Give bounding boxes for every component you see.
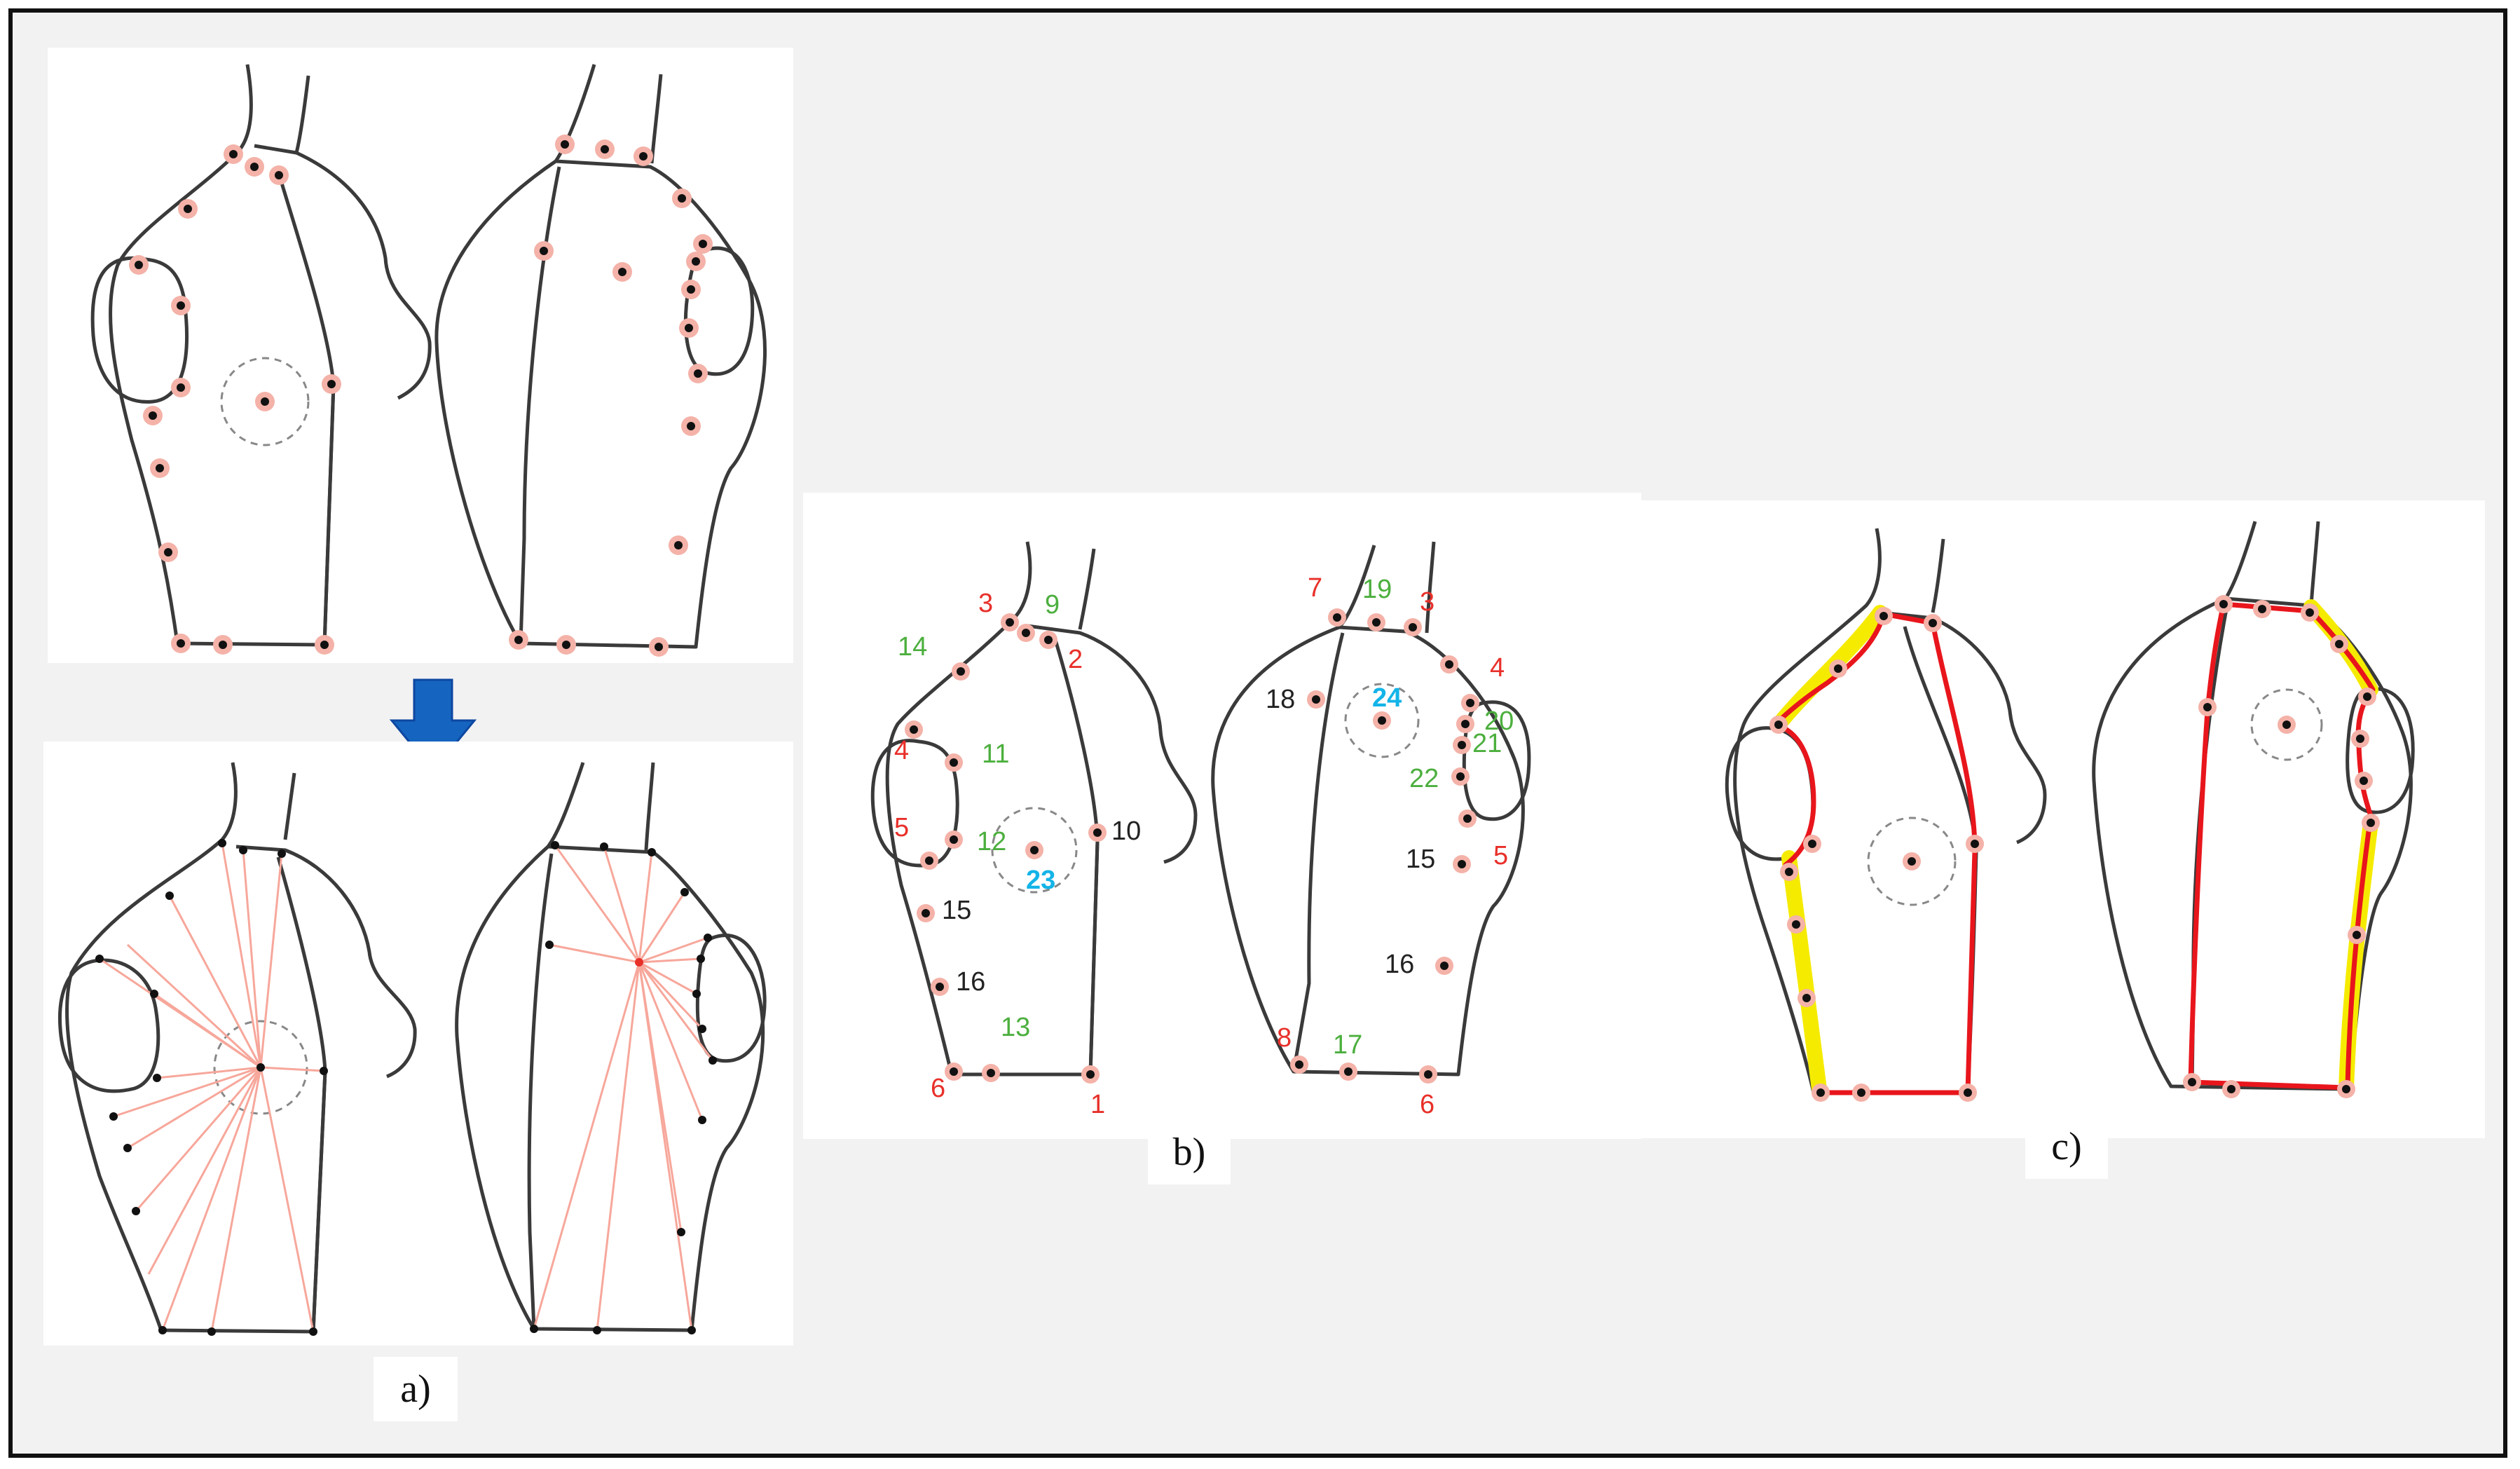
panel-a-top-landmarks [129,135,713,657]
front-center-ring-b [991,807,1078,894]
figure-frame: a) [8,8,2507,1458]
landmark-label-front-5: 5 [894,813,909,842]
front-center-ring [220,357,310,446]
panel-a-top-svg [90,64,767,657]
back-piece-outline [434,64,767,649]
landmark-label-front-16: 16 [956,967,985,997]
landmark-label-back-5: 5 [1493,841,1508,870]
front-side-seam [277,173,336,645]
back-center-ring-c [2250,688,2323,761]
landmark-label-front-2: 2 [1068,645,1083,674]
landmark-label-front-1: 1 [1090,1090,1105,1119]
landmark-label-back-17: 17 [1333,1030,1362,1060]
panel-c [1638,500,2485,1138]
panel-c-landmarks [1769,595,2380,1102]
panel-a-bottom [43,742,793,1346]
back-rays [533,845,714,1331]
landmark-label-back-22: 22 [1409,764,1439,793]
landmark-label-back-20: 20 [1484,706,1514,736]
caption-b: b) [1148,1120,1231,1184]
landmark-label-front-14: 14 [898,632,927,662]
caption-a: a) [374,1357,458,1421]
back-center-line [519,166,561,644]
front-neck-line [294,75,310,153]
front-piece-outline [109,64,336,647]
caption-c: c) [2025,1114,2108,1179]
landmark-label-back-16: 16 [1385,950,1414,979]
landmark-label-front-3: 3 [978,589,993,618]
front-shoulder-line [254,144,432,400]
landmark-label-front-12: 12 [977,827,1006,856]
landmark-label-back-15: 15 [1406,845,1435,874]
landmark-label-back-19: 19 [1362,575,1392,604]
landmark-label-front-4: 4 [894,736,909,765]
landmark-label-front-6: 6 [931,1074,945,1103]
landmark-label-back-7: 7 [1308,573,1322,603]
landmark-label-front-11: 11 [982,739,1009,769]
front-center-ring-c [1867,817,1957,906]
panel-c-svg [1725,521,2415,1102]
front-rays [99,842,324,1332]
landmark-label-front-9: 9 [1045,590,1060,620]
panel-a-bottom-svg [58,762,767,1336]
landmark-label-front-15: 15 [942,896,971,925]
panel-a-top [48,48,793,663]
red-contours [1772,601,2376,1095]
panel-b-landmarks [905,608,1479,1084]
landmark-label-back-18: 18 [1266,685,1295,714]
back-center-ring-b [1344,683,1420,758]
landmark-label-back-21: 21 [1472,729,1502,758]
landmark-label-back-3: 3 [1420,587,1434,617]
panel-a-bottom-landmarks [95,839,717,1336]
back-neck-line [650,74,663,164]
landmark-label-front-10: 10 [1111,817,1141,846]
landmark-label-back-6: 6 [1420,1090,1434,1119]
landmark-label-front-23: 23 [1026,866,1055,895]
landmark-label-back-4: 4 [1490,653,1505,683]
front-armhole [90,256,189,404]
yellow-contours [1771,599,2378,1097]
landmark-label-back-8: 8 [1277,1023,1292,1053]
landmark-label-front-13: 13 [1001,1013,1030,1042]
landmark-label-back-24: 24 [1372,683,1402,713]
